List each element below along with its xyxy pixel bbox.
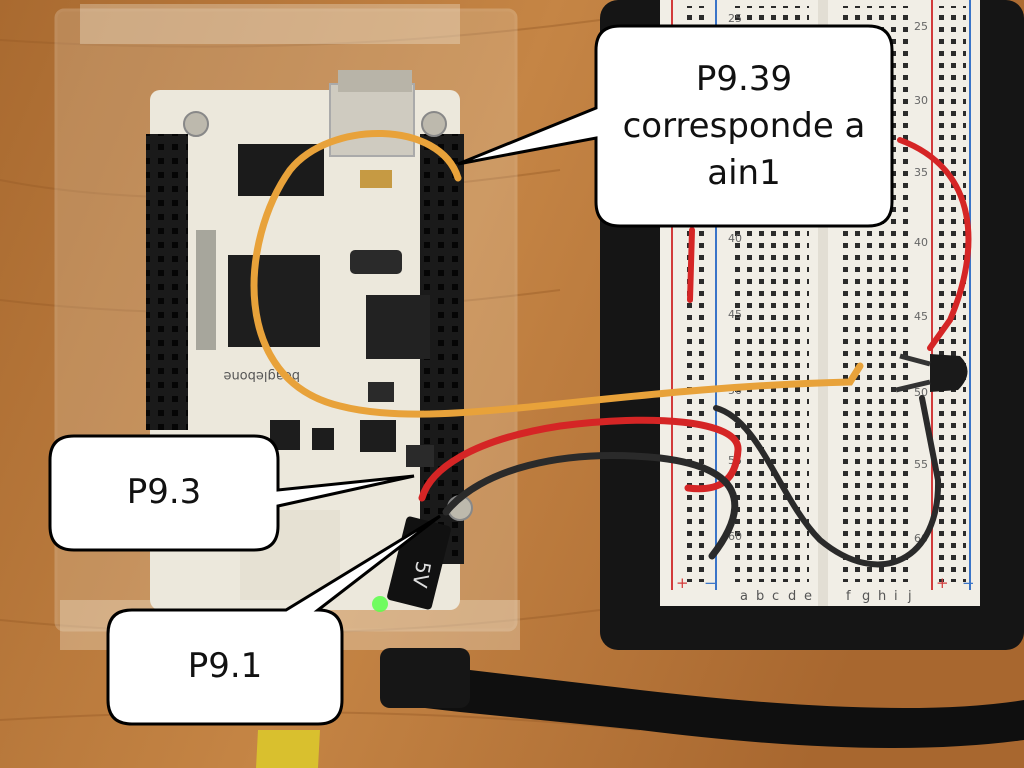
row-number: 45 — [914, 310, 928, 323]
component — [360, 420, 396, 452]
rail-plus-label: + — [676, 574, 689, 592]
rail-minus-label: − — [704, 574, 717, 592]
callout-p91-text: P9.1 — [187, 646, 263, 686]
black-wire-right — [713, 395, 942, 568]
column-letter: a — [740, 589, 748, 604]
callout-p939-bubble — [457, 24, 894, 228]
processor-chip — [228, 255, 320, 347]
callout-p91-bubble — [106, 514, 441, 726]
row-number: 45 — [728, 308, 742, 321]
crystal — [350, 250, 402, 274]
row-number: 60 — [728, 530, 742, 543]
column-letter: d — [788, 589, 796, 604]
sd-card-slot — [329, 83, 415, 157]
mounting-screw — [421, 111, 447, 137]
black-wire — [442, 452, 739, 560]
header-p8 — [146, 134, 188, 430]
column-letter: f — [846, 589, 851, 604]
column-letter: c — [772, 589, 779, 604]
component — [312, 428, 334, 450]
capacitor — [360, 170, 392, 188]
callout-line: ain1 — [707, 153, 781, 193]
mounting-screw — [183, 111, 209, 137]
row-number: 30 — [914, 94, 928, 107]
column-letter: g — [862, 589, 870, 604]
usb-chip — [366, 295, 430, 359]
wires — [250, 130, 972, 568]
callout-line: P9.39 — [695, 59, 793, 99]
callout-p939-text: P9.39 corresponde a ain1 — [596, 56, 892, 197]
row-number: 50 — [914, 386, 928, 399]
callout-p93-bubble — [48, 434, 415, 552]
component — [368, 382, 394, 402]
ethernet-jack — [338, 70, 412, 92]
row-number: 25 — [914, 20, 928, 33]
rail-plus-label: + — [936, 574, 949, 592]
red-wire — [418, 416, 742, 502]
rail-minus-label: − — [962, 574, 975, 592]
column-letter: h — [878, 589, 886, 604]
row-number: 40 — [914, 236, 928, 249]
component — [406, 445, 434, 467]
red-wire-right — [897, 137, 972, 351]
column-letter: b — [756, 589, 764, 604]
row-number: 55 — [914, 458, 928, 471]
column-letter: i — [894, 589, 898, 604]
callout-p91 — [106, 514, 441, 726]
callout-p939 — [457, 24, 894, 228]
callout-p93-text: P9.3 — [126, 472, 202, 512]
column-letter: e — [804, 589, 812, 604]
column-letter: j — [907, 589, 912, 604]
row-number: 25 — [728, 12, 742, 25]
red-wire-top — [687, 227, 695, 303]
power-connector: 5V — [372, 516, 1024, 748]
callout-p93 — [48, 434, 415, 552]
smd-array — [196, 230, 216, 350]
row-number: 35 — [914, 166, 928, 179]
yellow-cable — [256, 730, 320, 768]
temperature-sensor — [895, 353, 968, 393]
orange-wire — [250, 130, 864, 418]
callout-line: corresponde a — [622, 106, 866, 146]
row-number: 40 — [728, 232, 742, 245]
breadboard-column-letters: a b c d e f g h i j + − + − — [676, 574, 975, 604]
power-led — [372, 596, 388, 612]
power-cable — [390, 660, 1024, 748]
power-jack-label: 5V — [407, 559, 435, 589]
